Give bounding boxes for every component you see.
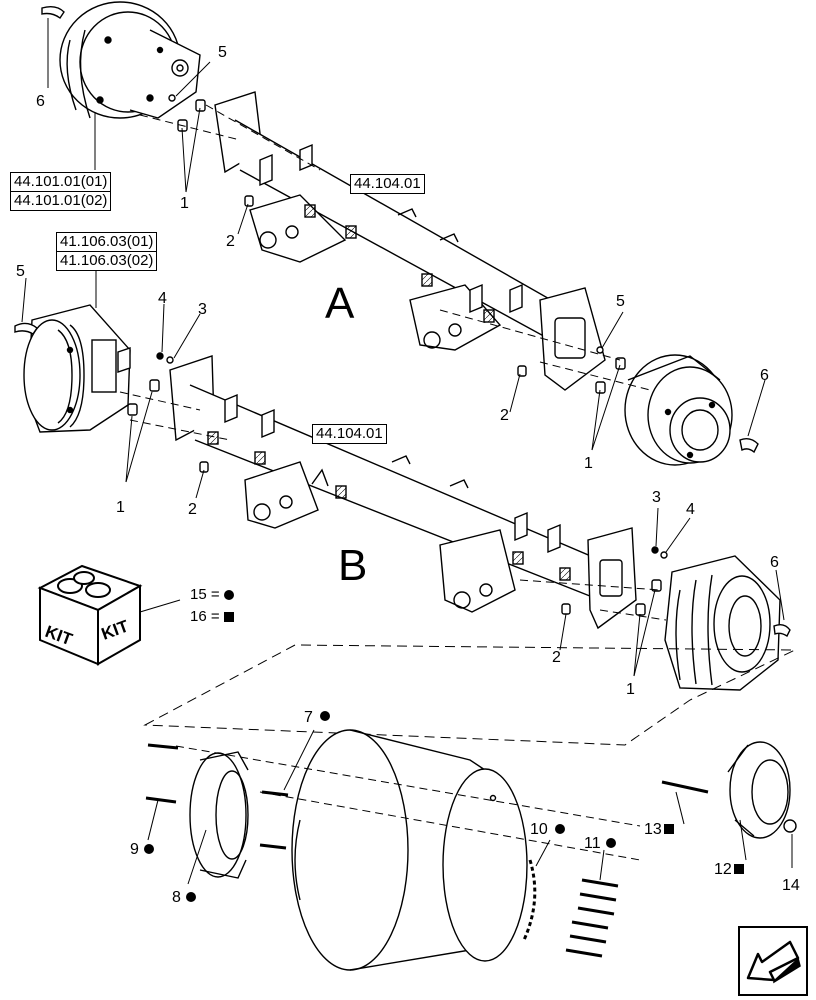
callout-6: 6 xyxy=(760,367,769,384)
wheel-assembly xyxy=(143,644,797,971)
assembly-label-b: B xyxy=(338,541,367,590)
callout-14: 14 xyxy=(782,877,800,894)
final-drive-a-left xyxy=(59,1,201,119)
kit15-marker xyxy=(144,844,154,854)
reference-link[interactable]: 41.106.03(01) xyxy=(60,233,154,250)
callout-10: 10 xyxy=(530,821,548,838)
callout-2: 2 xyxy=(500,407,509,424)
reference-link[interactable]: 44.101.01(02) xyxy=(11,191,111,210)
callout-7: 7 xyxy=(304,709,313,726)
bolts-and-studs xyxy=(145,743,797,958)
final-drive-a-right xyxy=(624,354,759,466)
assembly-a xyxy=(41,1,766,466)
kit-legend-15: 15 = xyxy=(190,586,234,603)
arrow-left-down-icon xyxy=(746,940,801,984)
callout-6: 6 xyxy=(36,93,45,110)
hub-ring-left xyxy=(189,751,249,879)
callout-3: 3 xyxy=(198,301,207,318)
kit15-marker xyxy=(186,892,196,902)
reference-link[interactable]: 44.104.01 xyxy=(312,424,387,444)
kit15-marker xyxy=(320,711,330,721)
final-drive-b-left xyxy=(14,304,131,433)
hub-ring-right xyxy=(727,741,791,839)
callout-5: 5 xyxy=(616,293,625,310)
reference-link[interactable]: 44.104.01 xyxy=(350,174,425,194)
legend-text: 16 = xyxy=(190,608,220,625)
callout-2: 2 xyxy=(226,233,235,250)
callout-1: 1 xyxy=(116,499,125,516)
square-symbol-icon xyxy=(223,611,234,622)
axle-housing-b xyxy=(169,355,637,630)
navigate-back-button[interactable] xyxy=(738,926,808,996)
kit16-marker xyxy=(664,824,674,834)
kit-legend-16: 16 = xyxy=(190,608,234,625)
callout-12: 12 xyxy=(714,861,732,878)
reference-stack-hub-a: 44.101.01(01) 44.101.01(02) xyxy=(10,172,112,211)
reference-link[interactable]: 41.106.03(02) xyxy=(57,251,157,270)
callout-5: 5 xyxy=(16,263,25,280)
reference-stack-hub-b: 41.106.03(01) 41.106.03(02) xyxy=(56,232,158,271)
callout-9: 9 xyxy=(130,841,139,858)
reference-link[interactable]: 44.101.01(01) xyxy=(14,173,108,190)
fasteners-a xyxy=(41,5,626,394)
assembly-label-a: A xyxy=(325,279,355,328)
callout-4: 4 xyxy=(158,290,167,307)
callout-13: 13 xyxy=(644,821,662,838)
kit15-marker xyxy=(606,838,616,848)
assembly-b xyxy=(14,262,791,691)
callout-1: 1 xyxy=(180,195,189,212)
callout-4: 4 xyxy=(686,501,695,518)
kit-box-icon xyxy=(37,564,181,666)
axle-housing-a xyxy=(214,91,606,391)
kit16-marker xyxy=(734,864,744,874)
kit15-marker xyxy=(555,824,565,834)
callout-1: 1 xyxy=(626,681,635,698)
callout-11: 11 xyxy=(584,835,601,852)
callout-2: 2 xyxy=(188,501,197,518)
circle-symbol-icon xyxy=(223,589,234,600)
final-drive-b-right xyxy=(664,555,791,691)
callout-1: 1 xyxy=(584,455,593,472)
wheel-rim xyxy=(291,729,528,971)
callout-3: 3 xyxy=(652,489,661,506)
callout-8: 8 xyxy=(172,889,181,906)
legend-text: 15 = xyxy=(190,586,220,603)
callout-2: 2 xyxy=(552,649,561,666)
fasteners-b xyxy=(127,352,668,616)
callout-6: 6 xyxy=(770,554,779,571)
callout-5: 5 xyxy=(218,44,227,61)
